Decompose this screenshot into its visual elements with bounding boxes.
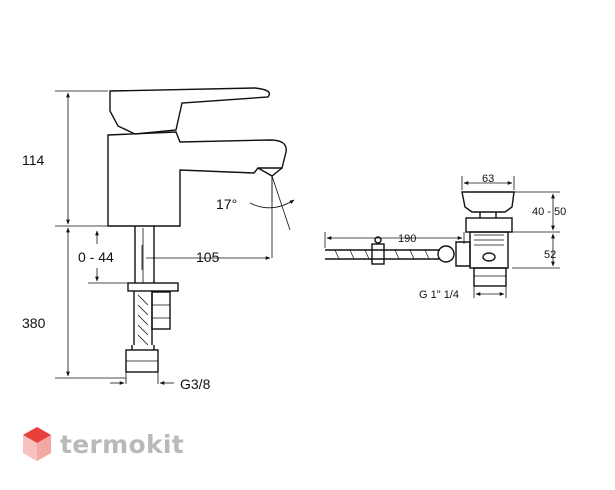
faucet-outlet (257, 167, 283, 177)
drain-dimensions (324, 176, 560, 298)
faucet-dimensions (55, 90, 295, 385)
mounting-plate (127, 282, 179, 292)
drain-rod-clip (371, 243, 385, 265)
dim-190: 190 (398, 233, 416, 245)
fixing-nut (151, 291, 171, 330)
dim-0-44: 0 - 44 (78, 249, 114, 265)
faucet-drawing (107, 87, 287, 373)
dim-g-1-1-4: G 1" 1/4 (419, 289, 459, 301)
dim-63: 63 (482, 173, 494, 185)
dim-40-50: 40 - 50 (532, 206, 566, 218)
dim-52: 52 (544, 249, 556, 261)
drain-drawing (325, 191, 515, 287)
dim-g38: G3/8 (180, 376, 211, 392)
brand-name: termokit (60, 429, 185, 459)
brand-logo: termokit (22, 424, 184, 464)
dim-17deg: 17° (216, 196, 237, 212)
drain-body (465, 217, 513, 233)
faucet-body (107, 131, 287, 227)
drain-cap (461, 191, 515, 213)
hexagon-logo-icon (23, 427, 51, 461)
dim-105: 105 (196, 249, 220, 265)
dim-380: 380 (22, 315, 46, 331)
dim-114: 114 (22, 152, 45, 168)
faucet-lever (109, 87, 271, 135)
drain-rod-hub (455, 241, 471, 267)
